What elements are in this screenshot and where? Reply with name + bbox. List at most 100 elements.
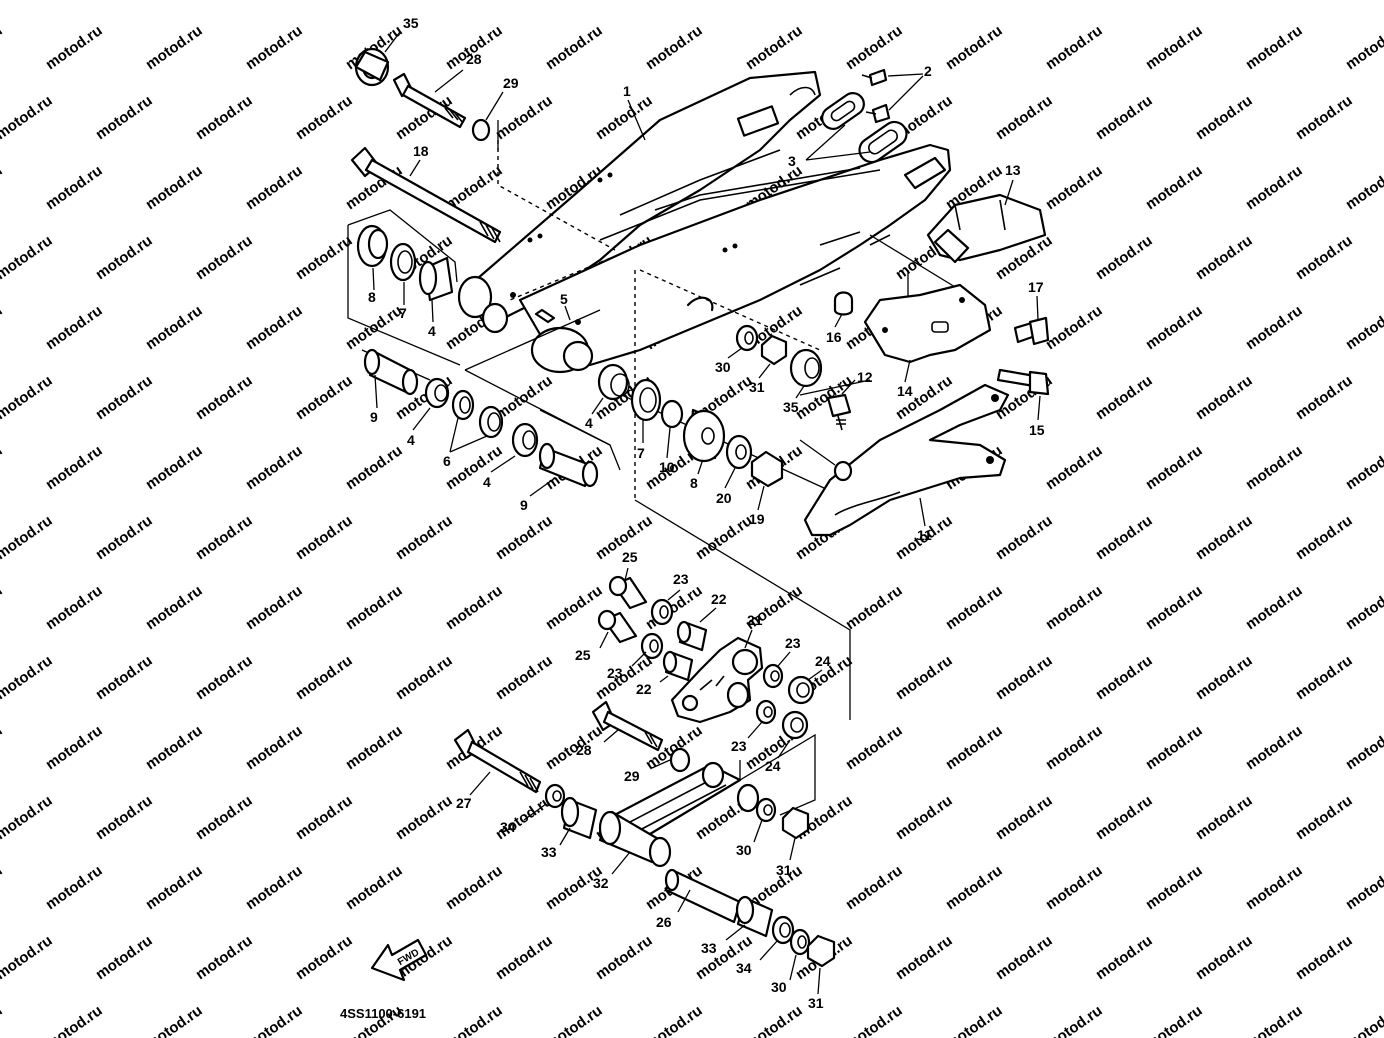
callout-9: 9 [520,497,528,513]
watermark-text: motod.ru [543,22,606,73]
bolt-12 [826,393,852,431]
watermark-text: motod.ru [1243,1002,1306,1038]
watermark-text: motod.ru [843,1002,906,1038]
watermark-text: motod.ru [0,792,56,843]
watermark-text: motod.ru [93,232,156,283]
watermark-text: motod.ru [193,92,256,143]
watermark-text: motod.ru [1343,22,1384,73]
watermark-text: motod.ru [0,22,6,73]
watermark-text: motod.ru [343,302,406,353]
callout-15: 15 [1029,422,1045,438]
watermark-text: motod.ru [793,0,856,3]
watermark-text: motod.ru [1243,302,1306,353]
watermark-text: motod.ru [993,0,1056,3]
watermark-text: motod.ru [843,862,906,913]
callout-4: 4 [483,474,491,490]
watermark-text: motod.ru [1193,92,1256,143]
lower-end-stack [735,895,836,968]
watermark-text: motod.ru [493,92,556,143]
bolt-28-top [392,72,467,129]
left-lower-stack [363,348,599,488]
watermark-text: motod.ru [893,652,956,703]
callout-7: 7 [637,445,645,461]
watermark-text: motod.ru [1343,582,1384,633]
watermark-text: motod.ru [43,862,106,913]
watermark-text: motod.ru [143,1002,206,1038]
watermark-text: motod.ru [0,302,6,353]
callout-3: 3 [788,153,796,169]
watermark-text: motod.ru [293,932,356,983]
swingarm [457,70,952,374]
watermark-text: motod.ru [443,862,506,913]
watermark-text: motod.ru [843,722,906,773]
watermark-text: motod.ru [193,512,256,563]
callout-23: 23 [607,665,623,681]
watermark-text: motod.ru [943,862,1006,913]
watermark-text: motod.ru [1243,582,1306,633]
link-21 [670,636,764,724]
washer-29-lower [669,747,691,773]
watermark-text: motod.ru [1043,862,1106,913]
watermark-text: motod.ru [1293,92,1356,143]
callout-34: 34 [500,819,516,835]
callout-4: 4 [428,323,436,339]
callout-5: 5 [560,291,568,307]
watermark-text: motod.ru [1143,302,1206,353]
watermark-text: motod.ru [43,582,106,633]
callout-17: 17 [1028,279,1044,295]
watermark-text: motod.ru [1093,932,1156,983]
watermark-text: motod.ru [193,652,256,703]
callout-18: 18 [413,143,429,159]
callout-11: 11 [917,527,932,543]
watermark-text: motod.ru [993,92,1056,143]
watermark-text: motod.ru [843,22,906,73]
watermark-text: motod.ru [1193,232,1256,283]
callouts: 35 28 29 1 2 3 18 13 8 7 4 5 16 17 30 31… [368,15,1045,1011]
watermark-text: motod.ru [293,652,356,703]
chain-guide [926,193,1047,264]
callout-22: 22 [711,591,727,607]
watermark-text: motod.ru [543,582,606,633]
watermark-text: motod.ru [993,652,1056,703]
watermark-text: motod.ru [1243,22,1306,73]
watermark-text: motod.ru [93,512,156,563]
callout-34: 34 [736,960,752,976]
watermark-text: motod.ru [43,302,106,353]
watermark-text: motod.ru [943,722,1006,773]
watermark-text: motod.ru [1293,512,1356,563]
callout-8: 8 [368,289,376,305]
watermark-text: motod.ru [0,162,6,213]
watermark-text: motod.ru [393,0,456,3]
callout-29: 29 [503,75,519,91]
watermark-text: motod.ru [143,302,206,353]
watermark-text: motod.ru [493,512,556,563]
callout-28: 28 [466,51,482,67]
watermark-text: motod.ru [1043,442,1106,493]
callout-23: 23 [673,571,689,587]
watermark-text: motod.ru [1093,652,1156,703]
watermark-text: motod.ru [1243,162,1306,213]
callout-22: 22 [636,681,652,697]
watermark-text: motod.ru [243,22,306,73]
watermark-text: motod.ru [143,582,206,633]
watermark-text: motod.ru [1243,442,1306,493]
watermark-text: motod.ru [593,0,656,3]
callout-23: 23 [731,738,747,754]
watermark-text: motod.ru [1343,442,1384,493]
watermark-text: motod.ru [243,722,306,773]
watermark-text: motod.ru [1293,652,1356,703]
watermark-text: motod.ru [0,372,56,423]
callout-6: 6 [443,453,451,469]
watermark-text: motod.ru [1193,372,1256,423]
callout-8: 8 [690,475,698,491]
callout-4: 4 [585,415,593,431]
watermark-text: motod.ru [243,582,306,633]
watermark-text: motod.ru [1043,1002,1106,1038]
watermark-text: motod.ru [293,372,356,423]
watermark-text: motod.ru [193,372,256,423]
watermark-text: motod.ru [243,302,306,353]
watermark-text: motod.ru [493,0,556,3]
callout-30: 30 [771,979,787,995]
watermark-text: motod.ru [1043,582,1106,633]
